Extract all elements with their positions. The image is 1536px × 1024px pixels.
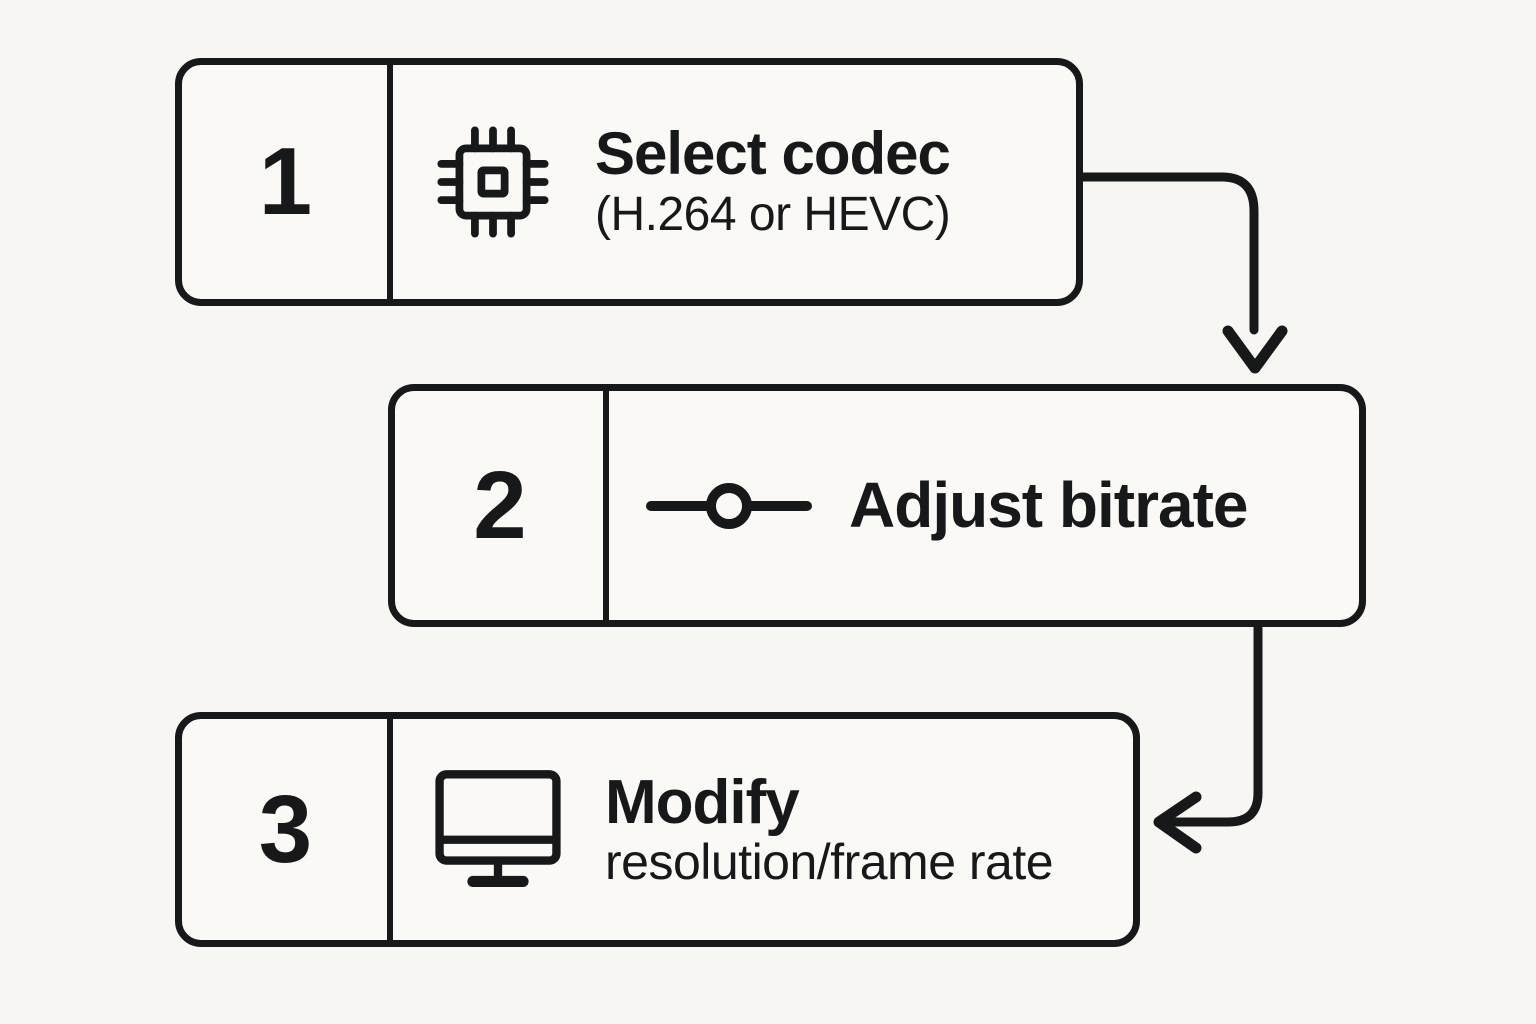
step-subtitle-3: resolution/frame rate xyxy=(605,833,1054,890)
step-number-cell-1: 1 xyxy=(182,65,393,299)
slider-icon xyxy=(609,476,849,536)
step-subtitle-1: (H.264 or HEVC) xyxy=(595,188,951,242)
step-card-2[interactable]: 2 Adjust bitrate xyxy=(388,384,1366,627)
connector-step2-to-step3 xyxy=(1153,623,1263,854)
cpu-chip-icon xyxy=(393,120,593,244)
step-text-2: Adjust bitrate xyxy=(849,468,1248,541)
step-card-3[interactable]: 3 Modify resolution/frame rate xyxy=(175,712,1140,947)
step-card-1[interactable]: 1 xyxy=(175,58,1083,306)
step-body-1: Select codec (H.264 or HEVC) xyxy=(393,65,1076,299)
monitor-icon xyxy=(393,766,603,894)
step-number-1: 1 xyxy=(258,128,312,235)
step-title-2: Adjust bitrate xyxy=(849,468,1248,541)
connector-step1-to-step2 xyxy=(1078,172,1288,374)
step-text-3: Modify resolution/frame rate xyxy=(603,767,1054,890)
step-text-1: Select codec (H.264 or HEVC) xyxy=(593,120,951,242)
step-body-2: Adjust bitrate xyxy=(609,391,1359,620)
step-number-cell-2: 2 xyxy=(395,391,609,620)
step-title-1: Select codec xyxy=(595,120,951,188)
step-number-3: 3 xyxy=(258,775,312,883)
step-title-3: Modify xyxy=(605,767,800,837)
step-number-cell-3: 3 xyxy=(182,719,393,940)
step-body-3: Modify resolution/frame rate xyxy=(393,719,1133,940)
step-number-2: 2 xyxy=(473,451,526,559)
